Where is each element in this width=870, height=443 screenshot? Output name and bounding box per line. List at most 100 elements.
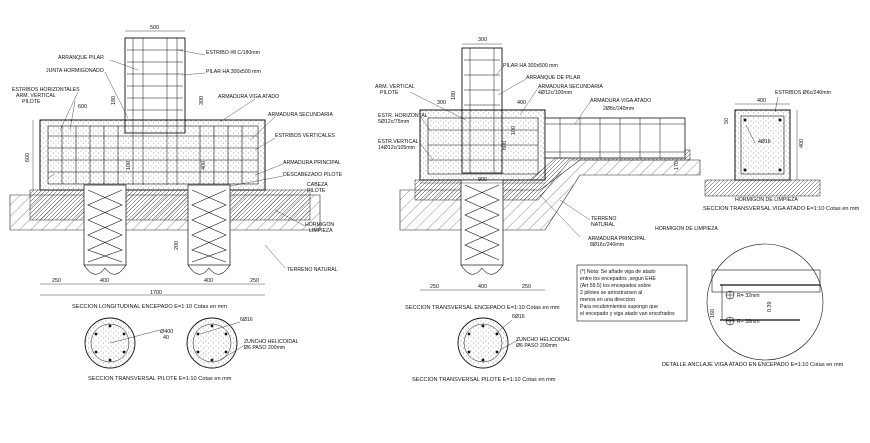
viga-estribos: ESTRIBOS Ø6c/240mm bbox=[775, 90, 831, 96]
d2-180: 180 bbox=[451, 91, 457, 100]
note-box: (*) Nota: Se añade viga de atado entre l… bbox=[576, 264, 688, 322]
pile-section-2: 6Ø16 ZUNCHO HELICOIDAL Ø6 PASO 200mm SEC… bbox=[412, 314, 571, 383]
dim-bottom-250b: 250 bbox=[250, 278, 259, 284]
detalle-anchor: R= 32mm R= 38mm 160 0.39 DETALLE ANCLAJE… bbox=[662, 243, 844, 368]
pile-section-1: Ø400 40 6Ø16 ZUNCHO HELICOIDAL Ø6 PASO 2… bbox=[84, 317, 299, 382]
note-line-1: (*) Nota: Se añade viga de atado bbox=[580, 269, 656, 275]
d2-400: 400 bbox=[517, 100, 526, 106]
d2-300: 300 bbox=[437, 100, 446, 106]
label-terreno: TERRENO NATURAL bbox=[287, 267, 338, 273]
label-armadura-principal: ARMADURA PRINCIPAL bbox=[283, 160, 341, 166]
d2-label-armadura-secundaria: ARMADURA SECUNDARIA bbox=[538, 84, 603, 90]
pile-cap-outline bbox=[39, 119, 266, 191]
dim-300: 300 bbox=[199, 96, 205, 105]
d2-label-armadura-principal: ARMADURA PRINCIPAL bbox=[588, 236, 646, 242]
label-pilar: PILAR HA 300x500 mm bbox=[206, 69, 261, 75]
d2-label-estr-vertical-value: 14Ø12c/105mm bbox=[378, 145, 415, 151]
label-armadura-viga: ARMADURA VIGA ATADO bbox=[218, 94, 279, 100]
pile1-bar: 6Ø16 bbox=[240, 317, 253, 323]
d2-label-estr-horizontal: ESTR. HORIZONTAL bbox=[378, 113, 428, 119]
viga-hormigon: HORMIGON DE LIMPIEZA bbox=[735, 197, 798, 203]
pile2-zuncho: ZUNCHO HELICOIDAL bbox=[516, 337, 571, 343]
dim-bottom-250a: 250 bbox=[52, 278, 61, 284]
d2-label-estr-vertical: ESTR.VERTICAL bbox=[378, 139, 419, 145]
d2-400b: 400 bbox=[478, 284, 487, 290]
pile2-bar: 6Ø16 bbox=[512, 314, 525, 320]
label-descabezado: DESCABEZADO PILOTE bbox=[283, 172, 343, 178]
pile-right bbox=[187, 184, 231, 266]
dim-total-1700: 1700 bbox=[150, 290, 162, 296]
viga-bar: 4Ø16 bbox=[758, 139, 771, 145]
viga-d50: 50 bbox=[724, 118, 730, 124]
pile1-phi: Ø400 bbox=[160, 329, 173, 335]
pile-left bbox=[83, 184, 127, 266]
note-line-2: entre los encepados ,segun EHE bbox=[580, 276, 656, 282]
pile2-paso: Ø6 PASO 200mm bbox=[516, 343, 557, 349]
note-line-3: (Art 59.5) los encepados sobre bbox=[580, 283, 651, 289]
d2-label-arranque: ARRANQUE DE PILAR bbox=[526, 75, 581, 81]
note-line-4: 2 pilotes se arriostrarsen al bbox=[580, 290, 642, 296]
d2-250a: 250 bbox=[430, 284, 439, 290]
caption-pile2: SECCION TRANSVERSAL PILOTE E=1:10 Cotas … bbox=[412, 377, 556, 383]
note-line-6: Para recubrimientos supongo que bbox=[580, 304, 658, 310]
note-line-5: menos en una direccion bbox=[580, 297, 635, 303]
clean-concrete-layer bbox=[29, 189, 311, 221]
label-arm-vertical: ARM. VERTICAL bbox=[16, 93, 56, 99]
d2-label-hormigon: HORMIGON DE LIMPIEZA bbox=[655, 226, 718, 232]
d2-170: 170 bbox=[674, 161, 680, 170]
label-cabeza-pilote: PILOTE bbox=[307, 188, 326, 194]
d2-250b: 250 bbox=[522, 284, 531, 290]
detalle-d039: 0.39 bbox=[767, 302, 773, 313]
pile1-paso: Ø6 PASO 200mm bbox=[244, 345, 285, 351]
dim-400: 400 bbox=[201, 161, 207, 170]
pile1-zuncho: ZUNCHO HELICOIDAL bbox=[244, 339, 299, 345]
dim-top-width: 500 bbox=[150, 25, 159, 31]
dim-bottom-400b: 400 bbox=[204, 278, 213, 284]
dim-height-600: 600 bbox=[25, 153, 31, 162]
label-arranque-pilar: ARRANQUE PILAR bbox=[58, 55, 104, 61]
label-hormigon: HORMIGON bbox=[305, 222, 334, 228]
d2-label-armadura-viga: ARMADURA VIGA ATADO bbox=[590, 98, 651, 104]
label-limpieza: LIMPIEZA bbox=[309, 228, 333, 234]
label-estribos-verticales: ESTRIBOS VERTICALES bbox=[275, 133, 335, 139]
viga-h: 400 bbox=[799, 139, 805, 148]
d2-100: 100 bbox=[511, 126, 517, 135]
d2-label-natural: NATURAL bbox=[591, 222, 615, 228]
label-armadura-secundaria: ARMADURA SECUNDARIA bbox=[268, 112, 333, 118]
tie-beam bbox=[544, 117, 686, 159]
detalle-r2: R= 38mm bbox=[737, 319, 760, 325]
d2-600: 600 bbox=[502, 141, 508, 150]
dim-bottom-400a: 400 bbox=[100, 278, 109, 284]
d2-label-arm-vertical: ARM. VERTICAL bbox=[375, 84, 415, 90]
detalle-d160: 160 bbox=[710, 309, 716, 318]
longitudinal-section-drawing: 500 600 600 180 300 100 400 200 250 400 … bbox=[9, 25, 343, 310]
viga-section: 400 400 50 4Ø16 ESTRIBOS Ø6c/240mm HORMI… bbox=[703, 90, 860, 212]
dim-200: 200 bbox=[174, 241, 180, 250]
label-estribos-horiz: ESTRIBOS HORIZONTALES bbox=[12, 87, 80, 93]
d2-label-estr-horizontal-value: 5Ø12c/75mm bbox=[378, 119, 409, 125]
d2-top: 300 bbox=[478, 37, 487, 43]
label-estribo: ESTRIBO #8 C/180mm bbox=[206, 50, 260, 56]
dim-180: 180 bbox=[111, 96, 117, 105]
label-cabeza: CABEZA bbox=[307, 182, 328, 188]
d2-label-pilote: PILOTE bbox=[380, 90, 399, 96]
pile1-r: 40 bbox=[163, 335, 169, 341]
dim-100: 100 bbox=[126, 161, 132, 170]
d2-label-pilar: PILAR HA 300x500 mm bbox=[503, 63, 558, 69]
dim-600-left: 600 bbox=[78, 104, 87, 110]
label-junta: JUNTA HORMIGONADO bbox=[46, 68, 104, 74]
caption-transversal: SECCION TRANSVERSAL ENCEPADO E=1:10 Cota… bbox=[405, 305, 560, 311]
d2-label-terreno: TERRENO bbox=[591, 216, 616, 222]
caption-viga: SECCION TRANSVERSAL VIGA ATADO E=1:10 Co… bbox=[703, 206, 860, 212]
viga-outline bbox=[734, 109, 791, 181]
viga-w: 400 bbox=[757, 98, 766, 104]
caption-longitudinal: SECCION LONGITUDINAL ENCEPADO E=1:10 Cot… bbox=[72, 304, 227, 310]
column-outline bbox=[124, 37, 186, 134]
d2-900: 900 bbox=[478, 177, 487, 183]
d2-label-viga-value: 2Ø8c/240mm bbox=[603, 106, 634, 112]
d2-label-principal-value: 8Ø16c/240mm bbox=[590, 242, 624, 248]
caption-detalle: DETALLE ANCLAJE VIGA ATADO EN ENCEPADO E… bbox=[662, 362, 844, 368]
caption-pile1: SECCION TRANSVERSAL PILOTE E=1:10 Cotas … bbox=[88, 376, 232, 382]
note-line-7: el encepado y viga atado van encofrados bbox=[580, 311, 675, 317]
